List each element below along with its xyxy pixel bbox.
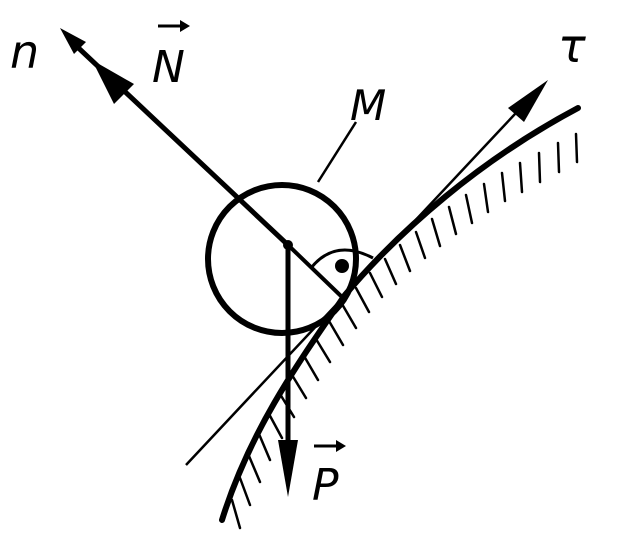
- body-label-leader: [316, 121, 358, 183]
- vector-accent-P: [314, 440, 346, 452]
- label-M: M: [350, 81, 386, 130]
- label-n: n: [10, 25, 39, 79]
- body-circle: [205, 182, 359, 336]
- normal-axis-arrowhead: [60, 28, 86, 54]
- weight-arrowhead: [278, 440, 298, 497]
- normal-force-arrowhead: [92, 60, 134, 104]
- vector-accent-N: [158, 20, 190, 32]
- label-P: P: [312, 460, 339, 511]
- right-angle-arc: [309, 248, 374, 269]
- label-tau: τ: [558, 19, 586, 73]
- right-angle-dot: [335, 259, 349, 273]
- contact-radius: [286, 243, 344, 299]
- constraint-surface: [219, 105, 581, 523]
- surface-hatching: [230, 132, 579, 530]
- label-N: N: [152, 42, 185, 93]
- tangent-arrowhead: [508, 80, 548, 122]
- tangent-line: [185, 97, 531, 466]
